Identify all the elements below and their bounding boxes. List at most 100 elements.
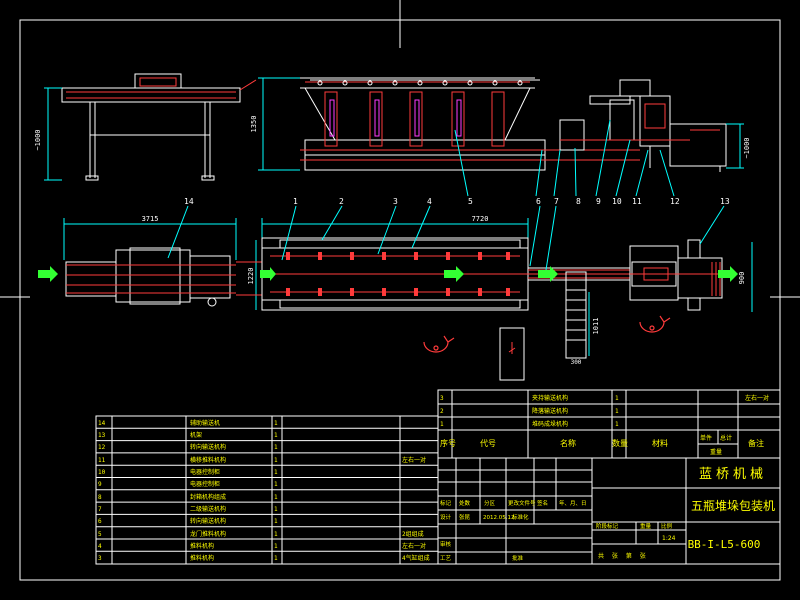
svg-text:共 张 第 张: 共 张 第 张 — [598, 552, 649, 560]
part-number: 1 — [293, 197, 298, 206]
design-date: 2012.05.12 — [483, 515, 515, 521]
svg-text:审核: 审核 — [440, 540, 452, 548]
svg-text:代号: 代号 — [480, 438, 496, 448]
svg-text:1: 1 — [274, 543, 278, 550]
title-block-text: 蓝桥机械 五瓶堆垛包装机 BB-I-L5-600 1:24 标记 处数 分区 更… — [440, 467, 775, 562]
plan-dim-mid-length: 7720 — [472, 215, 489, 223]
svg-text:转向输送机构: 转向输送机构 — [190, 443, 226, 451]
svg-text:7: 7 — [98, 506, 102, 513]
svg-text:1: 1 — [274, 432, 278, 439]
parts-list-table — [95, 415, 439, 565]
svg-text:14: 14 — [98, 420, 106, 427]
svg-text:二级输送机构: 二级输送机构 — [190, 505, 226, 513]
part-number: 14 — [184, 197, 194, 206]
svg-text:转向输送机构: 转向输送机构 — [190, 517, 226, 525]
svg-text:电器控制柜: 电器控制柜 — [190, 480, 220, 488]
svg-text:夹持输送机构: 夹持输送机构 — [532, 394, 568, 402]
part-number: 11 — [632, 197, 642, 206]
svg-text:单件: 单件 — [700, 434, 712, 442]
table-row: 9 电器控制柜 1 — [98, 480, 278, 488]
svg-text:13: 13 — [98, 432, 106, 439]
side-conveyor-plan — [499, 271, 587, 381]
flow-arrows — [38, 266, 738, 282]
svg-text:5: 5 — [98, 531, 102, 538]
svg-text:批准: 批准 — [512, 554, 524, 562]
elevation-dim-right: ~1000 — [743, 137, 751, 158]
svg-text:1: 1 — [274, 494, 278, 501]
part-number: 3 — [393, 197, 398, 206]
svg-text:1: 1 — [274, 518, 278, 525]
svg-text:材料: 材料 — [652, 438, 668, 448]
scale-value: 1:24 — [662, 535, 676, 542]
svg-text:10: 10 — [98, 469, 106, 476]
part-number: 7 — [554, 197, 559, 206]
part-number: 9 — [596, 197, 601, 206]
part-number: 8 — [576, 197, 581, 206]
svg-text:8: 8 — [98, 494, 102, 501]
part-number: 13 — [720, 197, 730, 206]
svg-text:1: 1 — [274, 481, 278, 488]
svg-text:4气缸组成: 4气缸组成 — [402, 554, 430, 562]
svg-text:12: 12 — [98, 444, 106, 451]
svg-text:名称: 名称 — [560, 438, 576, 448]
svg-text:推料机构: 推料机构 — [190, 554, 214, 562]
drawing-number: BB-I-L5-600 — [688, 538, 761, 551]
left-conveyor-plan — [65, 247, 231, 307]
svg-text:1: 1 — [615, 395, 619, 402]
svg-text:1: 1 — [274, 555, 278, 562]
left-conveyor-elevation — [61, 73, 241, 181]
svg-text:1: 1 — [615, 421, 619, 428]
svg-text:堆码成垛机构: 堆码成垛机构 — [532, 420, 568, 428]
svg-text:11: 11 — [98, 457, 106, 464]
svg-text:机架: 机架 — [190, 431, 202, 439]
product-name: 五瓶堆垛包装机 — [691, 498, 775, 513]
table-row: 14 辅助输送机 1 — [98, 419, 278, 427]
svg-text:1: 1 — [274, 506, 278, 513]
svg-text:比例: 比例 — [661, 522, 673, 530]
part-number-callouts: 1 2 3 4 5 6 7 8 9 10 11 12 13 14 — [184, 197, 730, 206]
rotation-symbols — [423, 315, 671, 353]
svg-text:1: 1 — [274, 469, 278, 476]
title-block — [437, 457, 781, 565]
svg-text:左右一对: 左右一对 — [402, 456, 426, 464]
table-row: 4 推料机构 1 左右一对 — [98, 542, 426, 550]
svg-text:更改文件号: 更改文件号 — [508, 499, 536, 507]
part-number: 4 — [427, 197, 432, 206]
svg-text:左右一对: 左右一对 — [745, 394, 769, 402]
plan-dim-right: 900 — [738, 272, 746, 285]
elevation-view: ~1000 1350 — [34, 73, 751, 197]
plan-dim-small: 300 — [571, 359, 582, 366]
svg-text:左右一对: 左右一对 — [402, 542, 426, 550]
svg-text:重量: 重量 — [640, 522, 652, 530]
elevation-dim-left: ~1000 — [34, 129, 42, 150]
svg-text:9: 9 — [98, 481, 102, 488]
svg-text:1: 1 — [440, 421, 444, 428]
svg-text:重量: 重量 — [710, 448, 722, 456]
svg-text:序号: 序号 — [440, 438, 456, 448]
parts-list-headers: 序号 代号 名称 数量 材料 单件 总计 重量 备注 — [440, 434, 764, 456]
svg-text:处数: 处数 — [459, 499, 471, 507]
svg-text:4: 4 — [98, 543, 102, 550]
svg-text:设计: 设计 — [440, 513, 452, 521]
svg-text:1: 1 — [274, 531, 278, 538]
svg-text:1: 1 — [274, 420, 278, 427]
svg-text:推料机构: 推料机构 — [190, 542, 214, 550]
plan-dim-width: 1220 — [247, 268, 255, 285]
svg-text:阶段标记: 阶段标记 — [596, 522, 619, 530]
svg-text:年、月、日: 年、月、日 — [559, 499, 587, 507]
svg-text:辅助输送机: 辅助输送机 — [190, 419, 220, 427]
drawing-frame — [0, 0, 800, 581]
plan-dim-conveyor: 1011 — [592, 318, 600, 335]
